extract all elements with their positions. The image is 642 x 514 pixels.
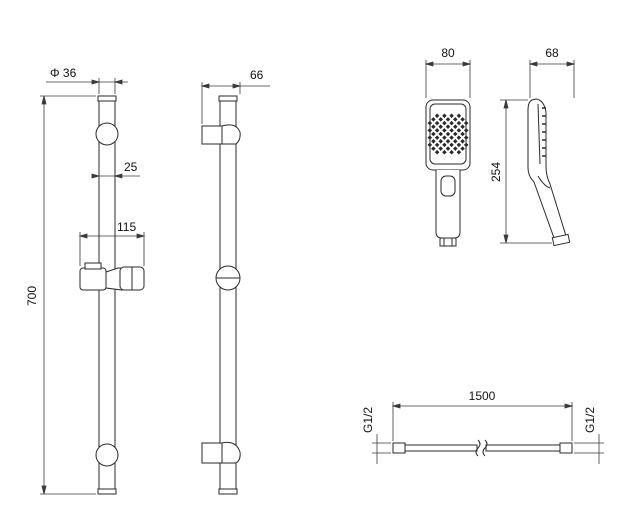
rail-side-view xyxy=(201,95,241,495)
nozzle xyxy=(442,128,447,133)
rail-side-bottom-cap xyxy=(218,488,238,495)
nozzle xyxy=(456,128,462,133)
label-rail-width: 25 xyxy=(124,160,138,174)
nozzle xyxy=(449,149,454,155)
shower-hose xyxy=(392,439,573,457)
rail-front-dimensions xyxy=(40,78,146,495)
hand-shower-side xyxy=(527,98,571,247)
nozzle xyxy=(453,117,458,122)
rail-side-dimensions xyxy=(200,82,270,124)
nozzle xyxy=(434,149,440,155)
nozzle xyxy=(453,139,458,144)
shower-front-dimensions xyxy=(424,60,472,98)
nozzle xyxy=(453,146,458,151)
hose-left-section xyxy=(404,444,478,452)
nozzle xyxy=(434,142,440,148)
shower-nozzles xyxy=(427,113,469,155)
shower-button xyxy=(440,175,456,197)
rail-bottom-bracket xyxy=(95,443,119,467)
nozzle xyxy=(463,142,469,148)
shower-side-dimensions xyxy=(500,60,576,244)
label-rail-diameter: Φ 36 xyxy=(50,66,77,80)
nozzle xyxy=(442,142,447,148)
slider-top-knob xyxy=(84,262,102,270)
shower-side-ribs xyxy=(542,107,546,157)
nozzle xyxy=(442,149,447,155)
label-rail-depth: 66 xyxy=(250,68,264,82)
label-hose-right-thread: G1/2 xyxy=(583,407,597,433)
rail-top-cap xyxy=(97,95,117,102)
nozzle xyxy=(453,131,458,137)
label-slider-width: 115 xyxy=(117,220,136,234)
nozzle xyxy=(427,120,433,126)
nozzle xyxy=(453,124,458,129)
label-head-width: 80 xyxy=(441,46,455,60)
shower-connector xyxy=(439,237,457,247)
label-head-height: 254 xyxy=(489,162,503,182)
shower-side-connector xyxy=(551,233,571,247)
nozzle xyxy=(449,128,454,133)
rail-front-view xyxy=(79,95,145,495)
hose-dimensions xyxy=(372,402,604,464)
nozzle xyxy=(463,128,469,133)
label-head-depth: 68 xyxy=(545,46,559,60)
hose-right-nut xyxy=(559,442,573,454)
nozzle xyxy=(456,149,462,155)
label-hose-left-thread: G1/2 xyxy=(361,407,375,433)
nozzle xyxy=(427,128,433,133)
nozzle xyxy=(434,128,440,133)
nozzle xyxy=(427,135,433,140)
label-rail-height: 700 xyxy=(25,286,39,306)
hose-break-mark-1 xyxy=(475,439,481,457)
rail-bottom-cap xyxy=(97,488,117,495)
label-hose-length: 1500 xyxy=(469,389,496,403)
rail-top-bracket xyxy=(95,122,119,146)
nozzle xyxy=(449,142,454,148)
hand-shower-front xyxy=(425,99,471,247)
hose-break-mark-2 xyxy=(482,439,488,457)
nozzle xyxy=(427,142,433,148)
nozzle xyxy=(456,142,462,148)
rail-side-top-cap xyxy=(218,95,238,102)
